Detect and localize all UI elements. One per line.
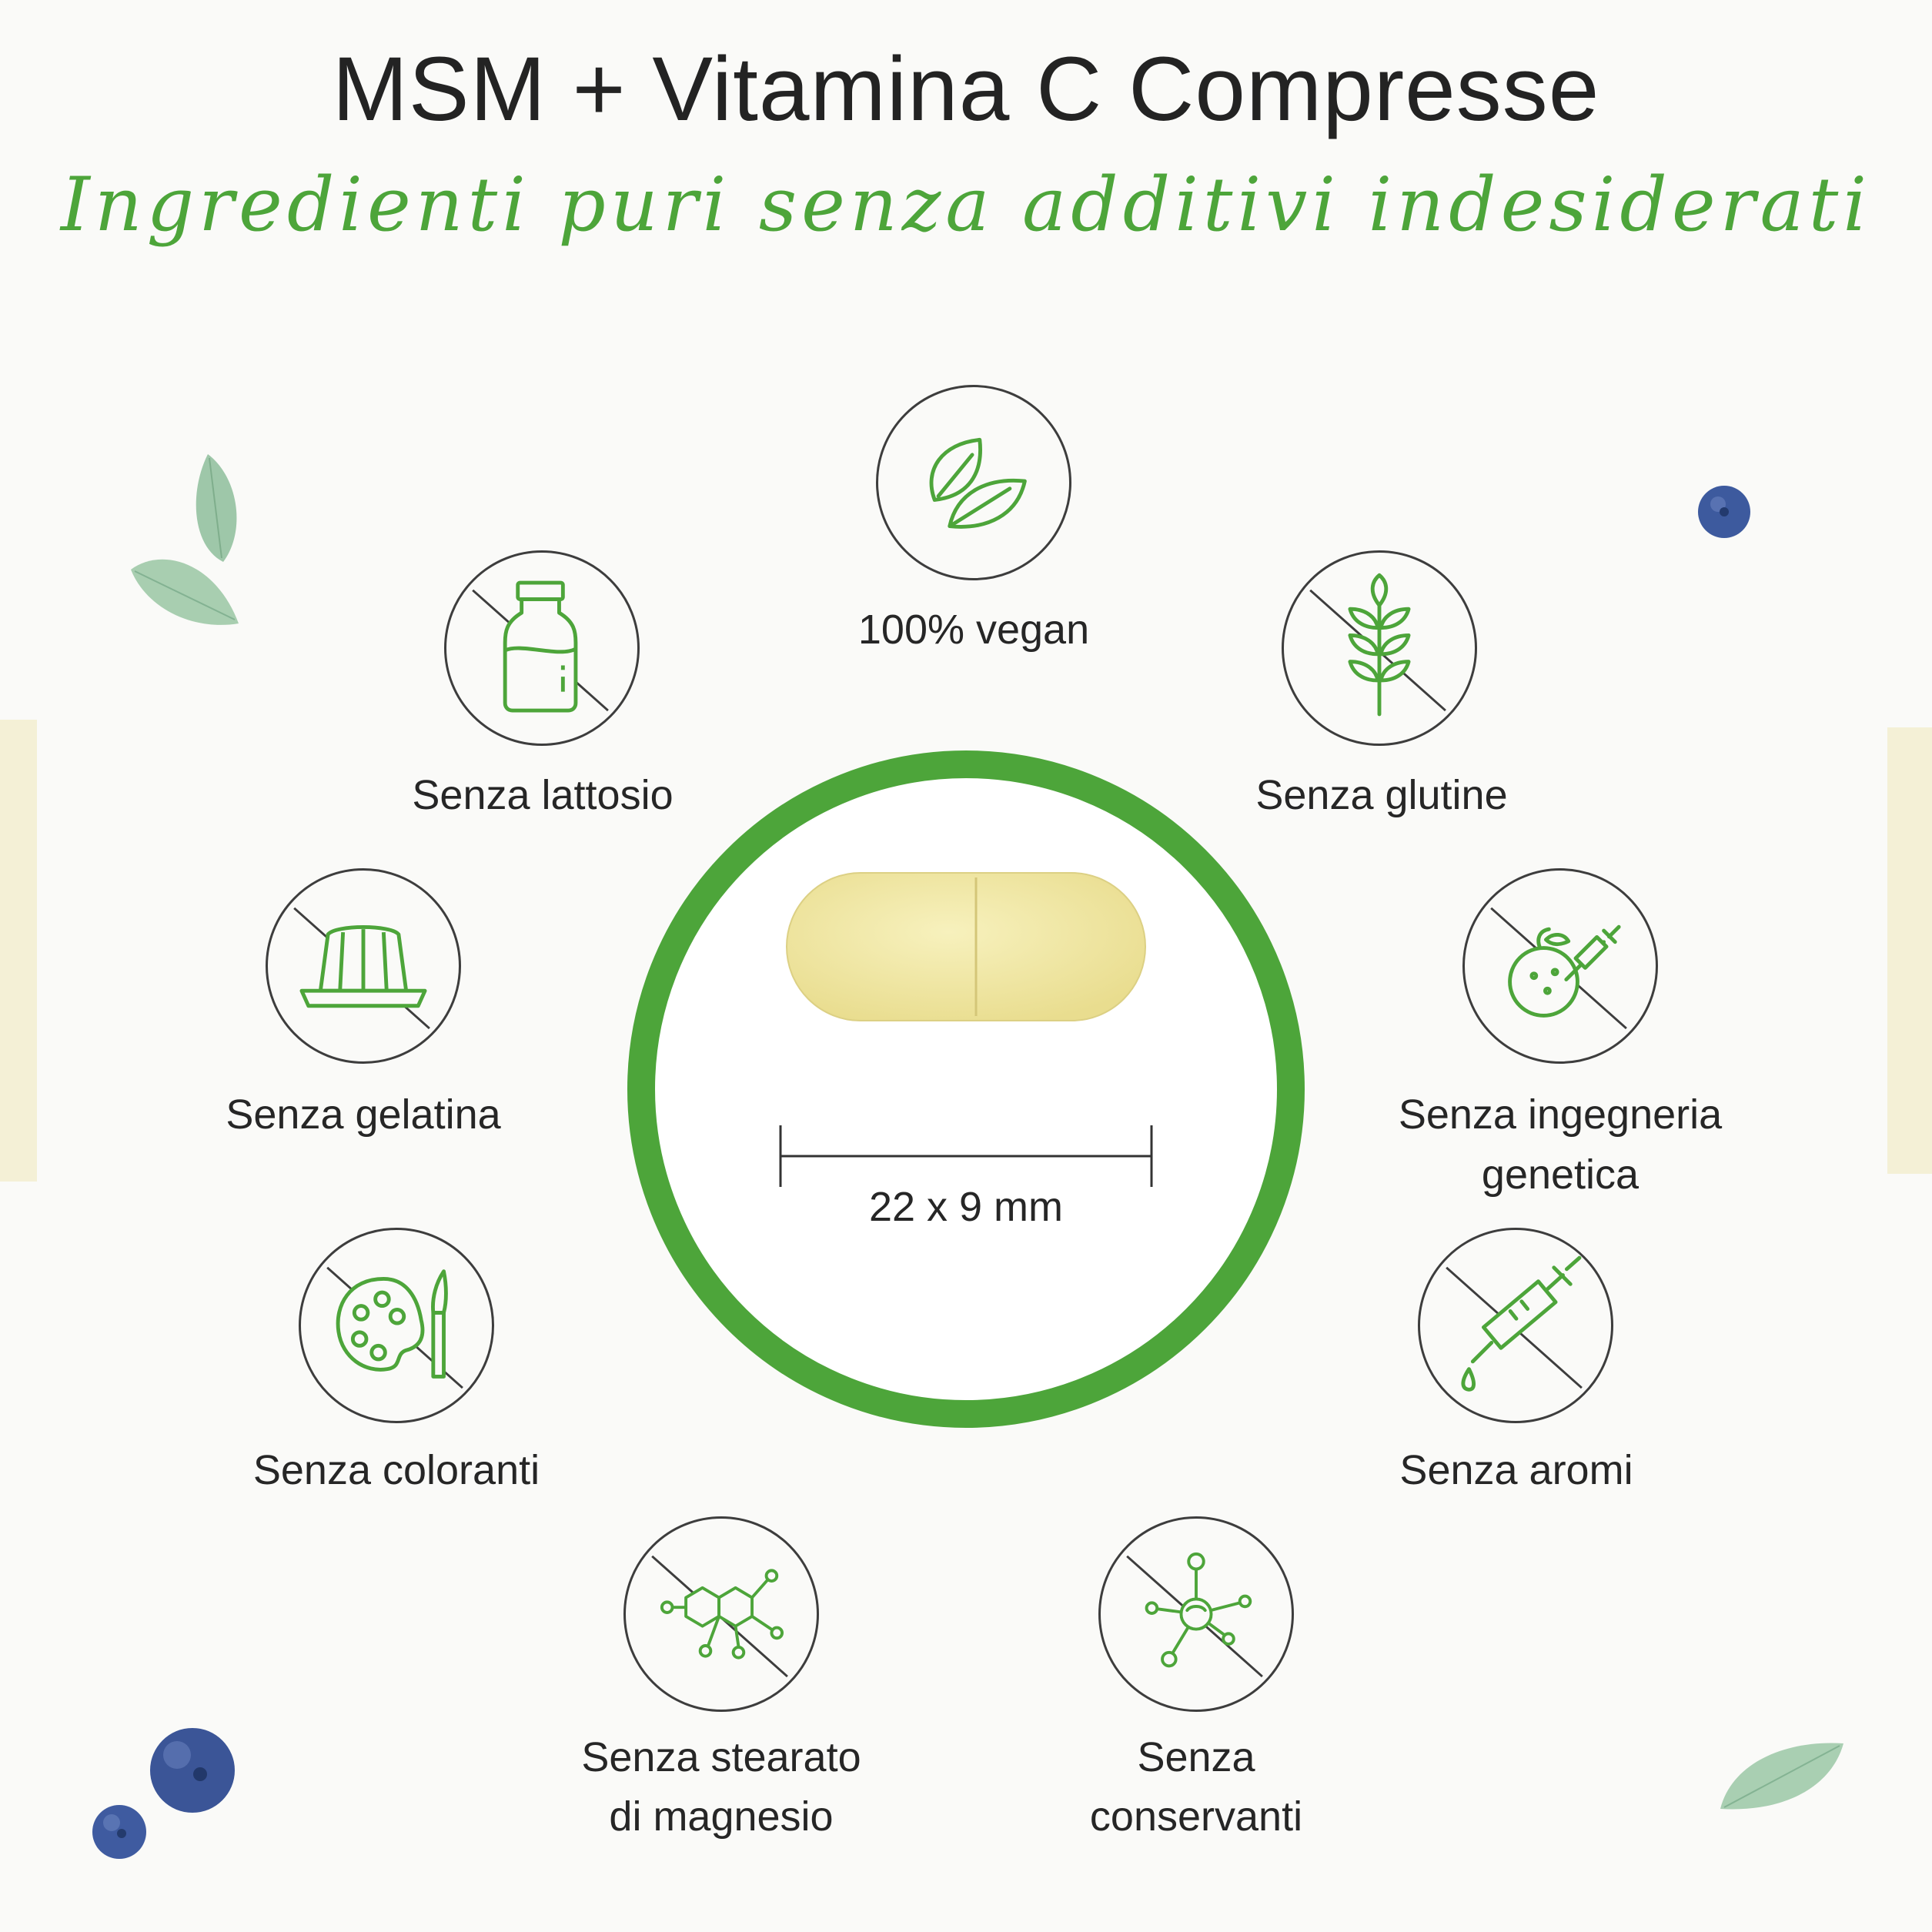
- tablet-ring: [627, 750, 1305, 1428]
- jelly-icon: [293, 907, 430, 1030]
- decor-leaf-bottom-right: [1720, 1743, 1843, 1810]
- feature-vegan: [876, 385, 1071, 580]
- feature-preservative-free: [1098, 1516, 1294, 1712]
- feature-gmo-free-label-line2: genetica: [1481, 1152, 1640, 1198]
- gmo-orange-syringe-icon: [1490, 907, 1627, 1030]
- feature-gelatin-free-label: Senza gelatina: [226, 1091, 501, 1138]
- tablet-dimension-line: [779, 1125, 1153, 1187]
- feature-preservative-free-label-line2: conservanti: [1089, 1793, 1303, 1840]
- tape-right: [1887, 727, 1932, 1174]
- feature-magnesium-stearate-free-label-line1: Senza stearato: [581, 1734, 861, 1780]
- tablet-image: [786, 872, 1146, 1021]
- feature-lactose-free-label: Senza lattosio: [412, 772, 674, 818]
- tablet-size-label: 22 x 9 mm: [868, 1184, 1064, 1230]
- molecule-icon: [651, 1555, 788, 1678]
- feature-gmo-free: [1462, 868, 1658, 1064]
- tape-left: [0, 720, 37, 1182]
- leaf-icon: [929, 437, 1027, 529]
- feature-gluten-free-label: Senza glutine: [1255, 772, 1508, 818]
- decor-blueberries-bottom-left: [92, 1728, 235, 1859]
- feature-magnesium-stearate-free-label-line2: di magnesio: [609, 1793, 834, 1840]
- wheat-icon: [1309, 573, 1446, 717]
- feature-gelatin-free: [266, 868, 461, 1064]
- feature-vegan-label: 100% vegan: [857, 607, 1090, 653]
- decor-blueberry-top-right: [1698, 486, 1750, 538]
- feature-flavor-free-label: Senza aromi: [1399, 1447, 1633, 1493]
- feature-colorant-free-label: Senza coloranti: [252, 1447, 540, 1493]
- decor-leaves-top-left: [131, 454, 239, 625]
- feature-lactose-free: [444, 550, 640, 746]
- page-title: MSM + Vitamina C Compresse: [332, 38, 1600, 140]
- feature-preservative-free-label-line1: Senza: [1137, 1734, 1255, 1780]
- feature-colorant-free: [299, 1228, 494, 1423]
- feature-gmo-free-label-line1: Senza ingegneria: [1398, 1091, 1723, 1138]
- page-subtitle: Ingredienti puri senza additivi indeside…: [60, 162, 1872, 248]
- feature-flavor-free: [1418, 1228, 1613, 1423]
- atom-network-icon: [1126, 1552, 1263, 1678]
- feature-gluten-free: [1282, 550, 1477, 746]
- milk-bottle-icon: [472, 580, 609, 713]
- syringe-dropper-icon: [1446, 1255, 1583, 1392]
- paint-palette-icon: [326, 1266, 463, 1389]
- feature-magnesium-stearate-free: [623, 1516, 819, 1712]
